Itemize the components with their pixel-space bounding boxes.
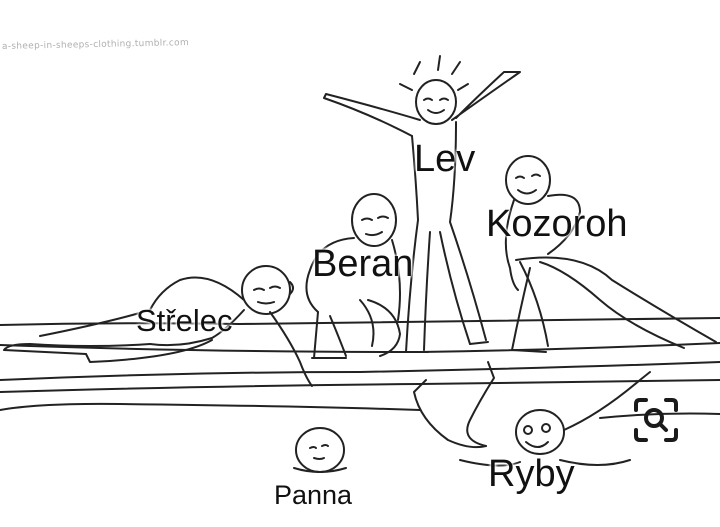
figure-beran bbox=[305, 193, 401, 359]
label-strelec: Střelec bbox=[136, 303, 233, 338]
label-kozoroh: Kozoroh bbox=[486, 203, 628, 245]
search-icon bbox=[634, 398, 678, 442]
figure-strelec bbox=[3, 265, 313, 387]
visual-search-lens-icon[interactable] bbox=[632, 396, 680, 444]
label-beran: Beran bbox=[312, 243, 414, 285]
figure-ryby bbox=[413, 361, 651, 467]
label-lev: Lev bbox=[414, 138, 476, 180]
label-panna: Panna bbox=[274, 480, 353, 510]
figure-panna bbox=[293, 427, 347, 473]
figure-lev bbox=[323, 55, 521, 353]
label-ryby: Ryby bbox=[488, 453, 575, 495]
figure-kozoroh bbox=[504, 155, 717, 353]
